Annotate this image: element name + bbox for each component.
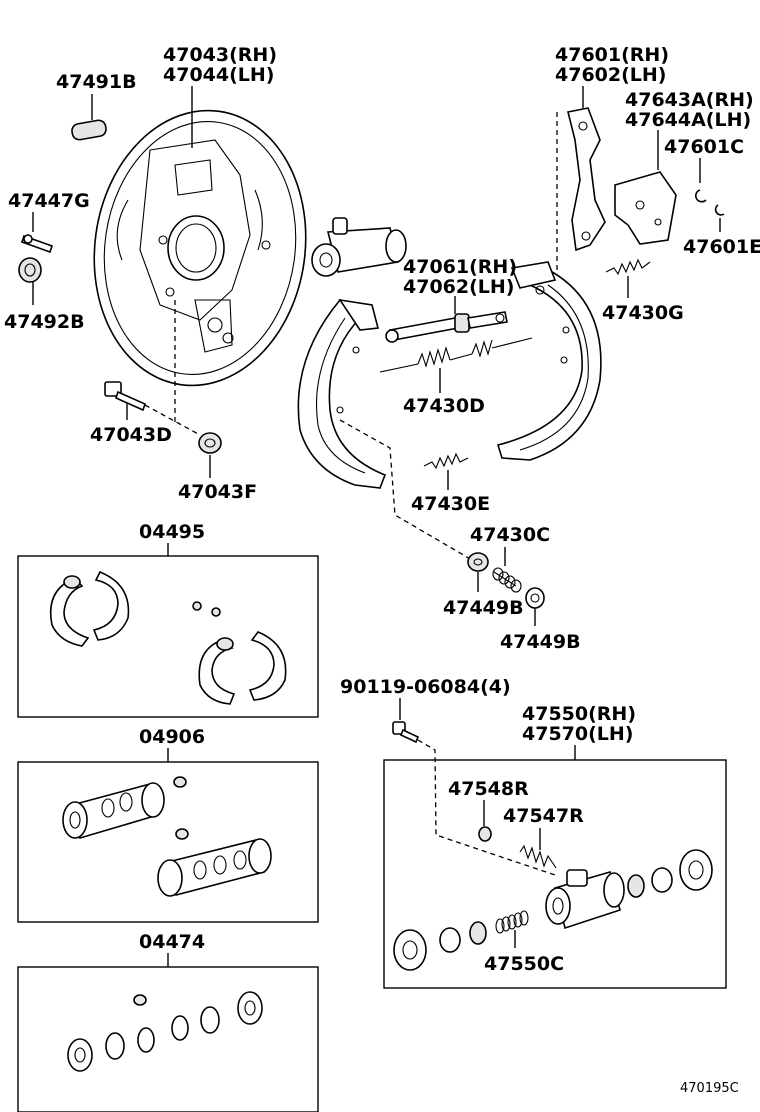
lever-plate-label-lh: 47644A(LH): [625, 109, 751, 131]
grommet-label: 47492B: [4, 311, 85, 333]
bolt-drawing: [104, 381, 146, 412]
cup-kit-contents-drawing: [67, 991, 263, 1072]
spring-e-label: 47430E: [411, 493, 490, 515]
lever-label-rh: 47601(RH): [555, 44, 669, 66]
bleeder-drawing: [519, 844, 557, 869]
retainer-2-drawing: [525, 587, 545, 609]
bolt-set-drawing: [392, 721, 420, 744]
plug-label: 47491B: [56, 71, 137, 93]
upper-wheel-cylinder-drawing: [311, 217, 407, 277]
bleeder-cap-drawing: [20, 234, 54, 254]
bleeder-plug-drawing: [478, 826, 492, 842]
c-washer-b-label: 47601E: [683, 236, 760, 258]
cylinder-kit-contents-drawing: [62, 776, 272, 897]
c-washer-a-drawing: [694, 189, 707, 203]
spring-d-drawing: [379, 337, 533, 373]
wheel-cylinder-box: [383, 759, 727, 989]
bleeder-cap-label: 47447G: [8, 190, 90, 212]
shoe-kit-label: 04495: [139, 521, 205, 543]
adjuster-label-lh: 47062(LH): [403, 276, 514, 298]
cylinder-kit-box: [17, 761, 319, 923]
lower-wheel-cylinder-drawing: [393, 849, 713, 971]
parking-lever-drawing: [567, 107, 606, 252]
spring-g-label: 47430G: [602, 302, 684, 324]
shoe-kit-contents-drawing: [50, 570, 287, 705]
retainer-2-label: 47449B: [500, 631, 581, 653]
c-washer-b-drawing: [714, 204, 725, 216]
nut-label: 47043F: [178, 481, 257, 503]
cylinder-kit-label: 04906: [139, 726, 205, 748]
spring-c-label: 47430C: [470, 524, 550, 546]
bolt-label: 47043D: [90, 424, 172, 446]
spring-c-drawing: [492, 567, 522, 593]
retainer-1-drawing: [467, 552, 489, 572]
wheel-cylinder-label-lh: 47570(LH): [522, 723, 633, 745]
retainer-1-label: 47449B: [443, 597, 524, 619]
cup-kit-label: 04474: [139, 931, 205, 953]
backing-plate-label-rh: 47043(RH): [163, 44, 277, 66]
plug-drawing: [71, 119, 107, 141]
figure-reference: 470195C: [680, 1081, 739, 1096]
nut-drawing: [198, 432, 222, 454]
cylinder-spring-drawing: [495, 910, 529, 934]
c-washer-a-label: 47601C: [664, 136, 744, 158]
bleeder-label: 47547R: [503, 805, 584, 827]
bleeder-plug-label: 47548R: [448, 778, 529, 800]
adjuster-drawing: [385, 311, 508, 343]
cup-kit-box: [17, 966, 319, 1112]
bolt-set-label: 90119-06084(4): [340, 676, 511, 698]
cylinder-spring-label: 47550C: [484, 953, 564, 975]
shoe-kit-box: [17, 555, 319, 718]
spring-d-label: 47430D: [403, 395, 485, 417]
spring-g-drawing: [605, 258, 651, 276]
right-brake-shoe-drawing: [496, 261, 602, 461]
left-brake-shoe-drawing: [297, 298, 387, 489]
backing-plate-drawing: [93, 109, 307, 387]
lever-label-lh: 47602(LH): [555, 64, 666, 86]
backing-plate-label-lh: 47044(LH): [163, 64, 274, 86]
wheel-cylinder-label-rh: 47550(RH): [522, 703, 636, 725]
lever-plate-drawing: [614, 171, 677, 245]
grommet-drawing: [18, 257, 42, 283]
lever-plate-label-rh: 47643A(RH): [625, 89, 754, 111]
adjuster-label-rh: 47061(RH): [403, 256, 517, 278]
spring-e-drawing: [423, 452, 469, 470]
